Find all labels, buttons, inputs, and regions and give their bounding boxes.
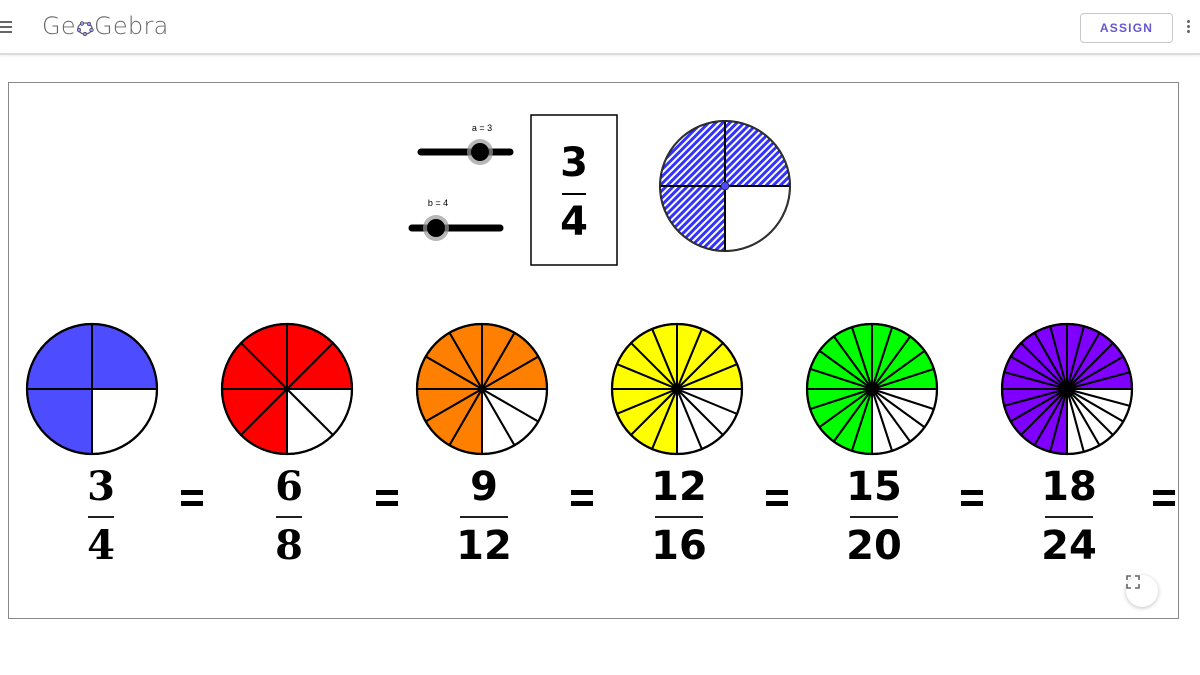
slider-a-label: a = 3 [472, 123, 492, 133]
fraction-label: 34 [87, 463, 115, 569]
fraction-numerator: 15 [846, 464, 902, 510]
geogebra-logo[interactable]: Ge Gebra [42, 12, 169, 40]
fraction-numerator: 9 [470, 464, 498, 510]
fraction-pie-15-20 [805, 322, 939, 456]
fraction-denominator: 8 [275, 522, 303, 569]
fullscreen-button[interactable] [1126, 575, 1158, 607]
top-bar: Ge Gebra ASSIGN [0, 0, 1200, 55]
equivalent-fraction-pies [25, 322, 1134, 456]
pie-sector [724, 185, 792, 253]
slider-b[interactable]: b = 4 [408, 198, 504, 241]
fraction-denominator: 16 [651, 523, 707, 569]
equals-sign [376, 490, 398, 506]
pie-sector [724, 119, 792, 187]
fraction-pie-9-12 [415, 322, 549, 456]
fraction-box-numerator: 3 [560, 140, 588, 186]
pie-sector [658, 119, 726, 187]
center-point[interactable] [720, 181, 730, 191]
assign-button[interactable]: ASSIGN [1080, 13, 1173, 43]
fraction-numerator: 3 [87, 463, 115, 510]
fraction-numerator: 6 [275, 463, 303, 510]
fraction-pie-6-8 [220, 322, 354, 456]
fraction-label: 912 [456, 464, 512, 569]
fraction-box-denominator: 4 [560, 199, 588, 245]
logo-text-right: Gebra [93, 12, 169, 40]
vertical-dots-icon[interactable] [1184, 18, 1192, 38]
fraction-pie-12-16 [610, 322, 744, 456]
fraction-pie-3-4 [25, 322, 159, 456]
top-pie-chart [658, 119, 792, 253]
equals-sign [181, 490, 203, 506]
slider-b-label: b = 4 [428, 198, 448, 208]
geogebra-ellipse-icon [76, 21, 94, 37]
fullscreen-icon [1126, 575, 1140, 589]
hamburger-menu-icon[interactable] [0, 18, 14, 36]
logo-text-left: Ge [42, 12, 76, 40]
equals-sign [571, 490, 593, 506]
fraction-denominator: 12 [456, 523, 512, 569]
equals-sign [961, 490, 983, 506]
fraction-denominator: 4 [87, 522, 115, 569]
fraction-numerator: 12 [651, 464, 707, 510]
equals-sign [1153, 490, 1175, 506]
fraction-box: 3 4 [530, 114, 618, 266]
equals-sign [766, 490, 788, 506]
fraction-pie-18-24 [1000, 322, 1134, 456]
slider-a[interactable]: a = 3 [417, 123, 514, 165]
fraction-numerator: 18 [1041, 464, 1097, 510]
pie-sector [658, 185, 726, 253]
fraction-label: 68 [275, 463, 303, 569]
fraction-denominator: 24 [1041, 523, 1097, 569]
fraction-denominator: 20 [846, 523, 902, 569]
